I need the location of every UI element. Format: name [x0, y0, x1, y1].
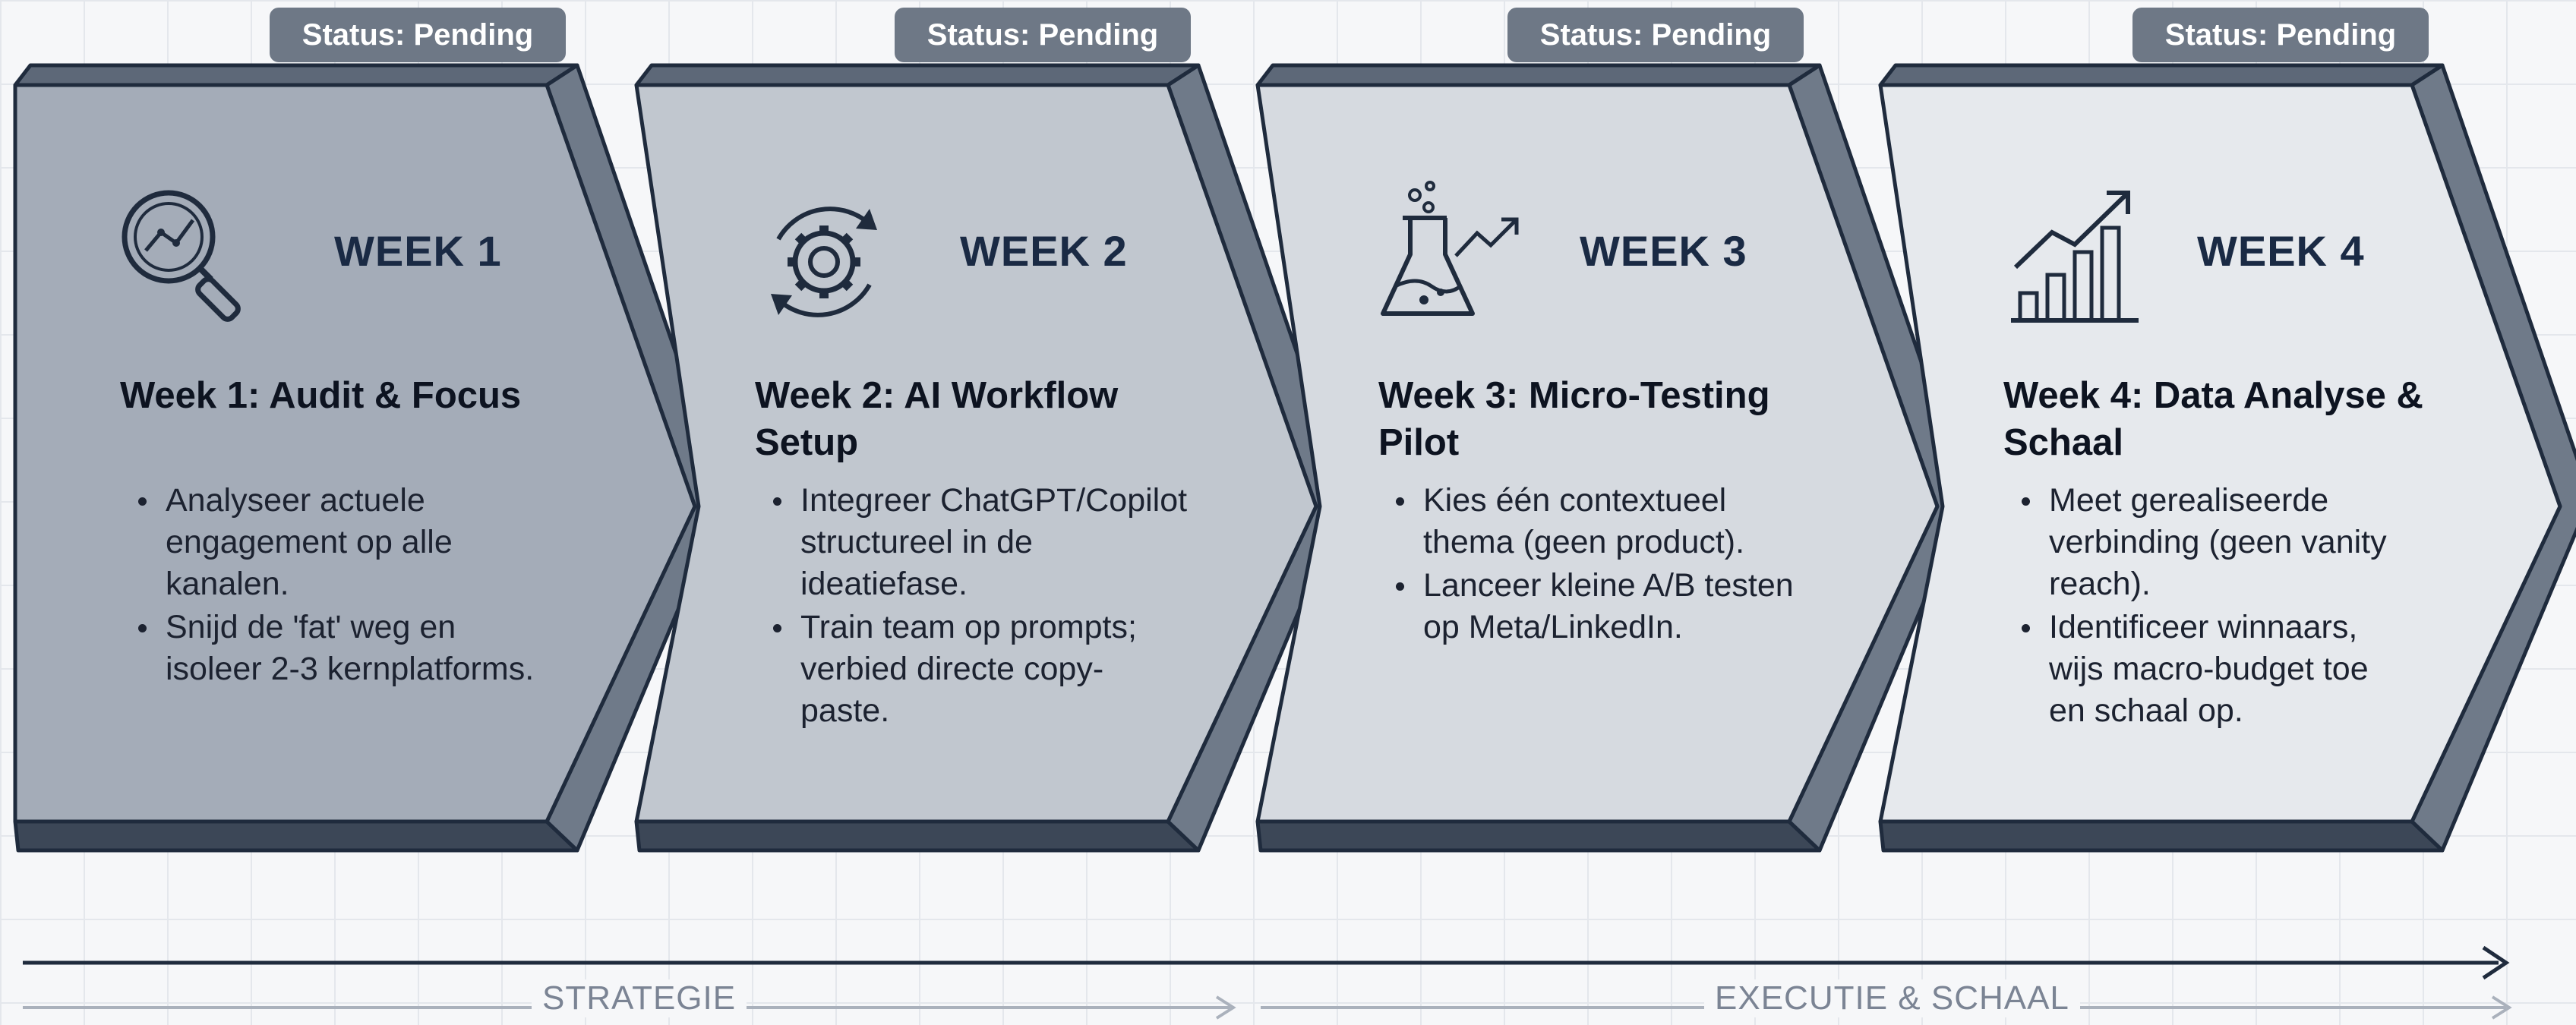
list-item: Meet gerealiseerde verbinding (geen vani… [2014, 480, 2409, 605]
card-bottom-face-week-2 [634, 819, 1201, 853]
status-badge-week-1: Status: Pending [270, 8, 566, 62]
week-label-2: WEEK 2 [960, 227, 1128, 275]
list-item: Snijd de 'fat' weg en isoleer 2-3 kernpl… [131, 607, 556, 690]
status-badge-week-2: Status: Pending [895, 8, 1191, 62]
timeline-arrowhead [2482, 945, 2510, 980]
bullet-list-week-2: Integreer ChatGPT/Copilot structureel in… [766, 480, 1191, 733]
card-front-face-week-2 [634, 83, 1318, 824]
status-badge-week-3: Status: Pending [1507, 8, 1804, 62]
phase-arrowhead-strategy [1215, 995, 1236, 1020]
card-title-week-4: Week 4: Data Analyse & Schaal [2003, 375, 2423, 463]
card-top-face-week-1 [13, 63, 579, 87]
bullet-list-week-4: Meet gerealiseerde verbinding (geen vani… [2014, 480, 2409, 733]
card-title-week-2: Week 2: AI Workflow Setup [755, 375, 1119, 463]
week-label-3: WEEK 3 [1580, 227, 1747, 275]
list-item: Kies één contextueel thema (geen product… [1388, 480, 1798, 563]
bullet-list-week-3: Kies één contextueel thema (geen product… [1388, 480, 1798, 650]
card-bottom-face-week-4 [1878, 819, 2445, 853]
list-item: Lanceer kleine A/B testen op Meta/Linked… [1388, 565, 1798, 648]
bar-chart-growth-icon [2011, 191, 2139, 323]
week-label-1: WEEK 1 [334, 227, 502, 275]
card-front-face-week-3 [1255, 83, 1940, 824]
phase-arrowhead-execution [2491, 995, 2512, 1020]
card-front-face-week-1 [13, 83, 697, 824]
list-item: Integreer ChatGPT/Copilot structureel in… [766, 480, 1191, 605]
list-item: Train team op prompts; verbied directe c… [766, 607, 1191, 732]
week-label-4: WEEK 4 [2197, 227, 2365, 275]
card-bottom-face-week-3 [1255, 819, 1822, 853]
list-item: Identificeer winnaars, wijs macro-budget… [2014, 607, 2409, 732]
card-top-face-week-4 [1878, 63, 2445, 87]
card-top-face-week-2 [634, 63, 1201, 87]
card-bottom-face-week-1 [13, 819, 579, 853]
flask-trend-icon [1381, 181, 1519, 316]
phase-label-strategy: STRATEGIE [532, 979, 747, 1017]
card-top-face-week-3 [1255, 63, 1822, 87]
card-front-face-week-4 [1878, 83, 2562, 824]
status-badge-week-4: Status: Pending [2132, 8, 2429, 62]
card-title-week-1: Week 1: Audit & Focus [120, 375, 522, 416]
card-title-week-3: Week 3: Micro-Testing Pilot [1378, 375, 1770, 463]
bullet-list-week-1: Analyseer actuele engagement op alle kan… [131, 480, 556, 692]
phase-label-execution: EXECUTIE & SCHAAL [1704, 979, 2080, 1017]
magnifier-chart-icon [122, 190, 241, 322]
gear-cycle-icon [771, 207, 877, 317]
list-item: Analyseer actuele engagement op alle kan… [131, 480, 556, 605]
